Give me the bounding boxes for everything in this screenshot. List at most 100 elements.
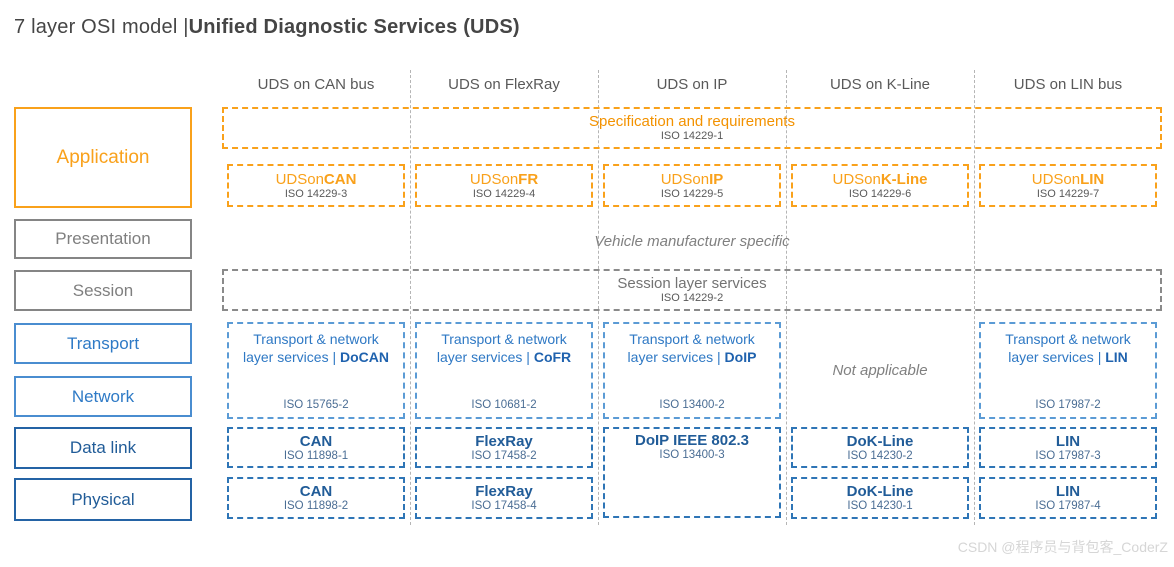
layer-network: Network	[14, 376, 192, 417]
column-separator	[974, 70, 975, 525]
title-bold: Unified Diagnostic Services (UDS)	[188, 16, 520, 38]
transport-text: Transport & network layer services |	[1005, 331, 1131, 365]
page-title: 7 layer OSI model |Unified Diagnostic Se…	[14, 16, 520, 39]
layer-session: Session	[14, 270, 192, 311]
physical-row: CAN ISO 11898-2 FlexRay ISO 17458-4 DoK-…	[222, 477, 1162, 519]
udson-fr-box: UDSonFR ISO 14229-4	[415, 164, 593, 207]
physical-kline-box: DoK-Line ISO 14230-1	[791, 477, 969, 519]
column-separator	[410, 70, 411, 525]
layer-physical: Physical	[14, 478, 192, 521]
udson-suffix: FR	[518, 170, 539, 188]
iso-label: ISO 13400-3	[659, 449, 725, 461]
udson-prefix: UDSon	[660, 170, 710, 188]
protocol-title: DoK-Line	[846, 483, 914, 500]
datalink-can-box: CAN ISO 11898-1	[227, 427, 405, 468]
doip-tall-box: DoIP IEEE 802.3 ISO 13400-3	[603, 427, 781, 518]
udson-prefix: UDSon	[832, 170, 881, 188]
layer-label: Session	[72, 280, 134, 300]
transport-protocol: DoCAN	[340, 349, 389, 365]
header-row: UDS on CAN bus UDS on FlexRay UDS on IP …	[222, 72, 1162, 96]
layer-datalink: Data link	[14, 427, 192, 469]
transport-row: Transport & network layer services | DoC…	[222, 322, 1162, 419]
iso-label: ISO 17458-2	[471, 449, 537, 462]
session-title: Session layer services	[617, 275, 767, 292]
iso-label: ISO 17987-2	[1035, 399, 1101, 411]
datalink-lin-box: LIN ISO 17987-3	[979, 427, 1157, 468]
udson-can-box: UDSonCAN ISO 14229-3	[227, 164, 405, 207]
transport-flexray-box: Transport & network layer services | CoF…	[415, 322, 593, 419]
iso-label: ISO 14229-7	[1036, 187, 1100, 200]
transport-text: Transport & network layer services |	[243, 331, 379, 365]
protocol-title: DoIP IEEE 802.3	[635, 432, 749, 449]
layer-application: Application	[14, 107, 192, 208]
protocol-title: DoK-Line	[846, 432, 914, 450]
column-header-kline: UDS on K-Line	[829, 75, 931, 93]
iso-label: ISO 14229-6	[848, 187, 912, 200]
iso-label: ISO 14229-4	[472, 187, 536, 200]
layer-label: Data link	[69, 438, 137, 457]
transport-protocol: DoIP	[724, 349, 757, 365]
session-row: Session layer services ISO 14229-2	[222, 269, 1162, 311]
datalink-kline-box: DoK-Line ISO 14230-2	[791, 427, 969, 468]
layer-label: Network	[71, 386, 135, 406]
layer-label: Presentation	[55, 229, 151, 248]
transport-ip-box: Transport & network layer services | DoI…	[603, 322, 781, 419]
physical-lin-box: LIN ISO 17987-4	[979, 477, 1157, 519]
udson-ip-box: UDSonIP ISO 14229-5	[603, 164, 781, 207]
layer-transport: Transport	[14, 323, 192, 364]
iso-label: ISO 17458-4	[471, 500, 537, 512]
iso-label: ISO 11898-2	[283, 500, 349, 512]
iso-label: ISO 17987-4	[1035, 500, 1101, 512]
udson-prefix: UDSon	[275, 170, 324, 188]
physical-can-box: CAN ISO 11898-2	[227, 477, 405, 519]
column-header-can: UDS on CAN bus	[257, 75, 375, 93]
protocol-title: FlexRay	[475, 483, 533, 500]
transport-lin-box: Transport & network layer services | LIN…	[979, 322, 1157, 419]
udson-suffix: K-Line	[880, 170, 928, 188]
udson-kline-box: UDSonK-Line ISO 14229-6	[791, 164, 969, 207]
datalink-row: CAN ISO 11898-1 FlexRay ISO 17458-2 DoIP…	[222, 427, 1162, 518]
presentation-row: Vehicle manufacturer specific	[222, 222, 1162, 260]
csdn-watermark: CSDN @程序员与背包客_CoderZ	[957, 539, 1168, 555]
iso-label: ISO 14229-1	[660, 130, 724, 142]
not-applicable-note: Not applicable	[832, 362, 928, 379]
protocol-title: LIN	[1055, 483, 1081, 500]
layer-label: Transport	[66, 333, 140, 353]
udson-lin-box: UDSonLIN ISO 14229-7	[979, 164, 1157, 207]
protocol-title: LIN	[1055, 432, 1081, 450]
column-separator	[598, 70, 599, 525]
protocol-title: CAN	[299, 483, 333, 500]
udson-prefix: UDSon	[469, 170, 519, 188]
udson-prefix: UDSon	[1031, 170, 1081, 188]
udson-suffix: LIN	[1080, 170, 1105, 188]
udson-suffix: CAN	[323, 170, 357, 188]
column-separator	[786, 70, 787, 525]
iso-label: ISO 10681-2	[471, 399, 537, 411]
physical-flexray-box: FlexRay ISO 17458-4	[415, 477, 593, 519]
uds-matrix: UDS on CAN bus UDS on FlexRay UDS on IP …	[222, 0, 1162, 567]
layer-label: Physical	[71, 489, 135, 509]
iso-label: ISO 14229-2	[660, 292, 724, 304]
application-row: UDSonCAN ISO 14229-3 UDSonFR ISO 14229-4…	[222, 164, 1162, 207]
column-header-lin: UDS on LIN bus	[1013, 75, 1123, 93]
session-box: Session layer services ISO 14229-2	[222, 269, 1162, 311]
iso-label: ISO 13400-2	[659, 399, 725, 411]
udson-suffix: IP	[709, 170, 724, 188]
iso-label: ISO 11898-1	[283, 449, 349, 462]
column-header-ip: UDS on IP	[656, 75, 728, 93]
title-prefix: 7 layer OSI model |	[14, 16, 189, 38]
layer-label: Application	[56, 146, 150, 168]
iso-label: ISO 15765-2	[283, 399, 349, 411]
transport-text: Transport & network layer services |	[436, 331, 567, 365]
iso-label: ISO 14229-5	[660, 187, 724, 200]
vehicle-specific-note: Vehicle manufacturer specific	[594, 232, 790, 250]
datalink-flexray-box: FlexRay ISO 17458-2	[415, 427, 593, 468]
transport-protocol: LIN	[1105, 349, 1128, 365]
iso-label: ISO 14230-1	[847, 500, 913, 512]
iso-label: ISO 17987-3	[1035, 449, 1101, 462]
protocol-title: FlexRay	[475, 432, 533, 450]
protocol-title: CAN	[299, 432, 333, 450]
transport-text: Transport & network layer services |	[627, 331, 755, 365]
iso-label: ISO 14229-3	[284, 187, 348, 200]
